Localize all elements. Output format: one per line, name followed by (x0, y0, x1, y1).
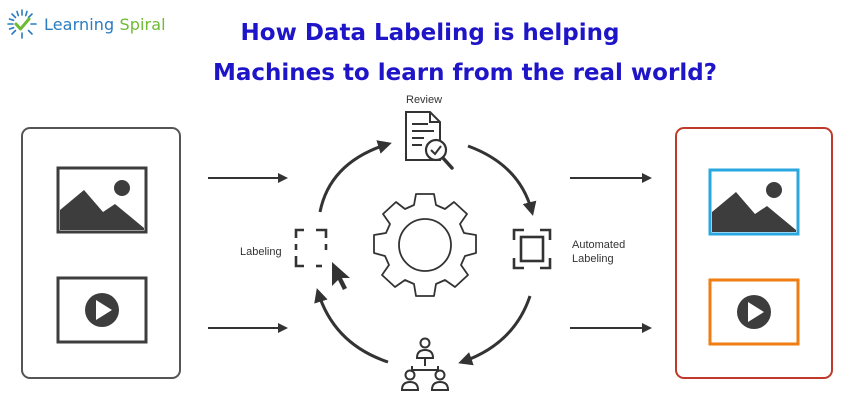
brand-logo[interactable]: Learning Spiral (6, 8, 166, 40)
output-panel (675, 127, 833, 379)
team-icon (400, 337, 450, 391)
input-image-icon (56, 166, 148, 234)
page-title-line-2: Machines to learn from the real world? (212, 60, 718, 86)
review-label: Review (406, 94, 443, 106)
cycle-arrow-team-to-labeling (314, 288, 389, 364)
labeling-icon (294, 228, 350, 290)
gear-icon (373, 193, 477, 297)
automated-labeling-icon (512, 228, 552, 270)
cycle-arrow-automated-to-team (458, 295, 532, 366)
automated-labeling-label-line-1: Automated (572, 239, 626, 251)
review-icon (405, 111, 454, 170)
cursor-icon (332, 262, 350, 290)
brand-name-accent: Spiral (119, 14, 166, 34)
sparkle-check-icon (7, 9, 37, 39)
output-image-icon (708, 168, 800, 236)
output-video-icon (708, 278, 800, 346)
cycle-arrow-review-to-automated (467, 144, 537, 216)
cycle-arrow-labeling-to-review (318, 140, 392, 213)
input-panel (21, 127, 181, 379)
input-video-icon (56, 276, 148, 344)
automated-labeling-label-line-2: Labeling (572, 253, 614, 265)
page-title-line-1: How Data Labeling is helping (240, 20, 620, 46)
brand-name-primary: Learning (44, 14, 115, 34)
brand-name: Learning Spiral (44, 15, 166, 34)
labeling-label: Labeling (240, 246, 282, 258)
